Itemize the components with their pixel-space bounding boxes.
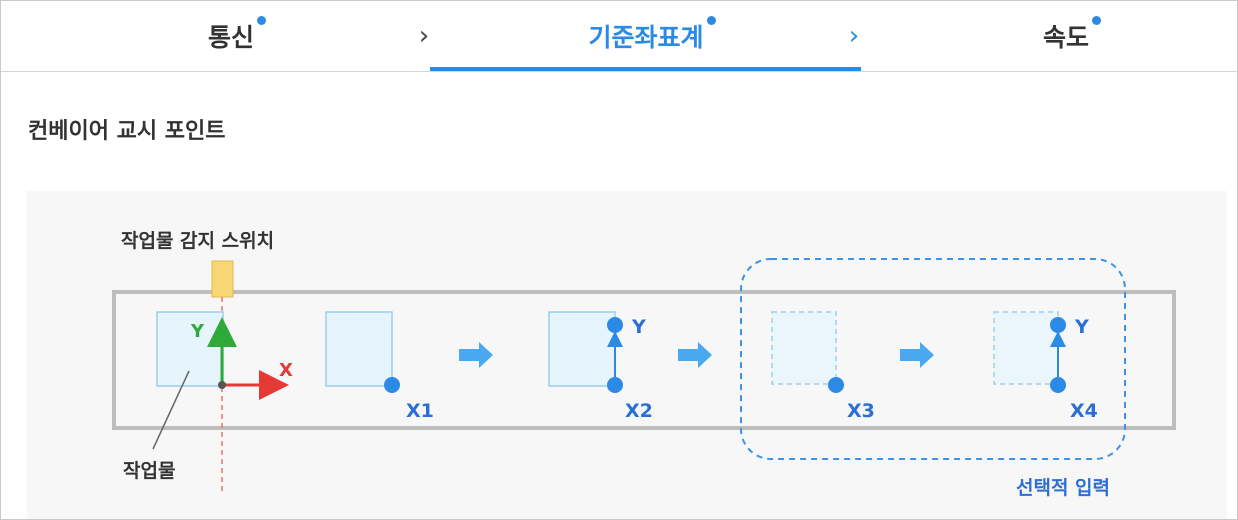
workpiece-pointer <box>152 370 190 450</box>
step-speed-dot <box>1092 16 1101 25</box>
sensor-label: 작업물 감지 스위치 <box>121 230 274 252</box>
chevron-right-icon: › <box>848 21 860 51</box>
step-communication-dot <box>257 16 266 25</box>
workpiece-x4 <box>993 311 1059 385</box>
sensor-switch <box>211 260 234 298</box>
workpiece-x3 <box>771 311 837 385</box>
axis-y-label: Y <box>190 321 205 342</box>
origin-dot <box>218 381 226 389</box>
optional-input-group <box>740 258 1126 460</box>
point-x1-dot <box>384 377 400 393</box>
flow-arrow-icon <box>678 342 712 368</box>
point-x2-dot <box>607 377 623 393</box>
point-x1-label: X1 <box>406 400 434 422</box>
chevron-right-icon: › <box>418 21 430 51</box>
workpiece-origin <box>156 311 224 387</box>
step-communication-label: 통신 <box>207 23 254 52</box>
point-x4-dot <box>1050 377 1066 393</box>
section-title: 컨베이어 교시 포인트 <box>28 119 226 144</box>
step-reference-frame[interactable]: 기준좌표계 <box>516 1 776 71</box>
step-speed-label: 속도 <box>1042 23 1089 52</box>
flow-arrow-icon <box>459 342 493 368</box>
optional-input-label: 선택적 입력 <box>1016 477 1110 499</box>
point-x2-y-label: Y <box>631 316 646 338</box>
flow-arrow-icon <box>900 342 934 368</box>
step-reference-frame-dot <box>706 16 716 25</box>
step-reference-frame-label: 기준좌표계 <box>588 23 704 52</box>
step-communication[interactable]: 통신 <box>101 1 361 71</box>
point-x3-label: X3 <box>847 400 875 422</box>
point-x4-y-dot <box>1050 317 1066 333</box>
point-x3-dot <box>828 377 844 393</box>
workpiece-x2 <box>548 311 616 387</box>
step-navigation: 통신 › 기준좌표계 › 속도 <box>1 1 1237 72</box>
step-speed[interactable]: 속도 <box>936 1 1196 71</box>
point-x4-label: X4 <box>1070 400 1098 422</box>
point-x4-y-label: Y <box>1074 316 1089 338</box>
axis-x-label: X <box>279 360 293 381</box>
active-step-underline <box>430 67 861 71</box>
point-x2-y-dot <box>607 317 623 333</box>
conveyor-belt <box>112 290 1176 430</box>
workpiece-label: 작업물 <box>123 460 175 482</box>
point-x2-label: X2 <box>625 400 653 422</box>
workpiece-x1 <box>325 311 393 387</box>
